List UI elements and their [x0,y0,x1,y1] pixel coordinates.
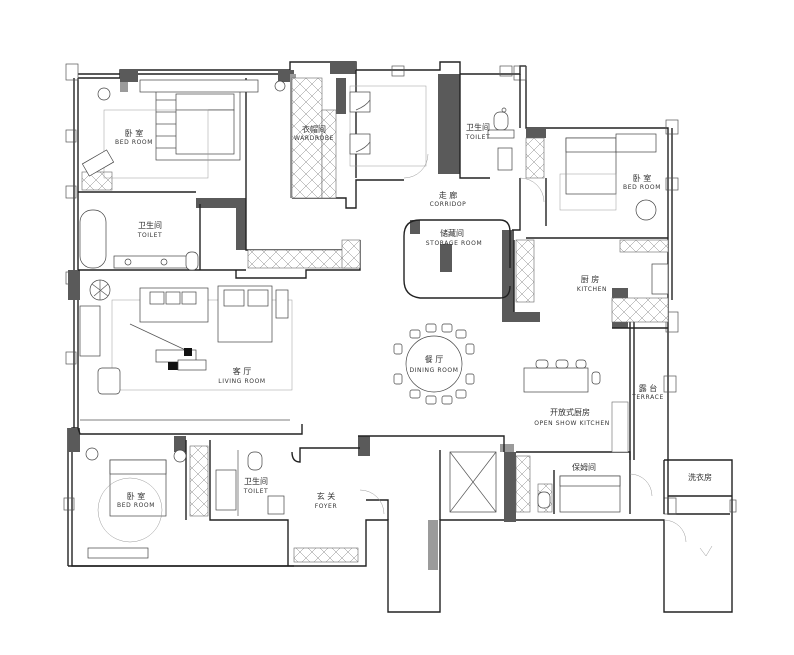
room-label-cn: 餐 厅 [425,355,444,364]
room-toilet-sw: 卫生间 TOILET [243,476,269,495]
room-label-cn: 储藏间 [440,228,464,238]
room-label-cn: 卧 室 [633,173,652,183]
room-bedroom-ne: 卧 室 BED ROOM [623,173,661,191]
room-label-en: BED ROOM [115,139,153,146]
room-label-cn: 卫生间 [138,220,162,230]
room-label-en: KITCHEN [577,286,607,293]
room-label-en: STORAGE ROOM [426,240,482,247]
room-label-en: WARDROBE [294,135,334,142]
room-wardrobe: 衣帽间 WARDROBE [294,124,334,142]
room-label-cn: 客 厅 [233,366,252,376]
room-label-en: TOILET [243,488,269,495]
room-living: 客 厅 LIVING ROOM [218,366,265,385]
room-label-en: FOYER [315,503,337,510]
room-foyer: 玄 关 FOYER [315,491,337,510]
room-label-en: BED ROOM [117,502,155,509]
room-dining: 餐 厅 DINING ROOM [409,355,458,374]
room-label-cn: 露 台 [639,383,658,393]
room-label-en: BED ROOM [623,184,661,191]
room-label-cn: 走 廊 [439,190,458,200]
room-label-en: OPEN SHOW KITCHEN [534,420,610,427]
room-label-cn: 厨 房 [581,274,600,284]
room-label-en: CORRIDOP [430,201,467,208]
room-label-cn: 卧 室 [127,491,146,501]
room-label-cn: 卫生间 [244,476,268,486]
room-toilet-w: 卫生间 TOILET [137,220,163,239]
room-storage: 储藏间 STORAGE ROOM [426,228,482,247]
room-laundry: 洗衣房 [688,472,712,482]
room-terrace: 露 台 TERRACE [631,383,664,401]
room-label-en: TOILET [137,232,163,239]
room-toilet-ne: 卫生间 TOILET [465,122,491,141]
room-label-en: LIVING ROOM [218,378,265,385]
room-label-cn: 开放式厨房 [550,407,590,417]
room-labels: 卧 室 BED ROOM 衣帽间 WARDROBE 卫生间 TOILET 卧 室… [115,122,712,510]
room-label-cn: 保姆间 [572,462,596,472]
room-label-cn: 衣帽间 [302,124,326,134]
room-label-en: TOILET [465,134,491,141]
room-corridor: 走 廊 CORRIDOP [430,190,467,208]
room-bedroom-nw: 卧 室 BED ROOM [115,128,153,146]
room-maid: 保姆间 [572,462,596,472]
furniture [79,79,713,559]
room-kitchen: 厨 房 KITCHEN [577,274,607,293]
room-label-cn: 卧 室 [125,128,144,138]
room-label-en: DINING ROOM [409,367,458,374]
room-bedroom-sw: 卧 室 BED ROOM [117,491,155,509]
room-label-cn: 玄 关 [317,491,336,501]
room-label-cn: 卫生间 [466,122,490,132]
room-label-en: TERRACE [631,394,664,401]
room-open-kitchen: 开放式厨房 OPEN SHOW KITCHEN [534,407,610,427]
room-label-cn: 洗衣房 [688,472,712,482]
